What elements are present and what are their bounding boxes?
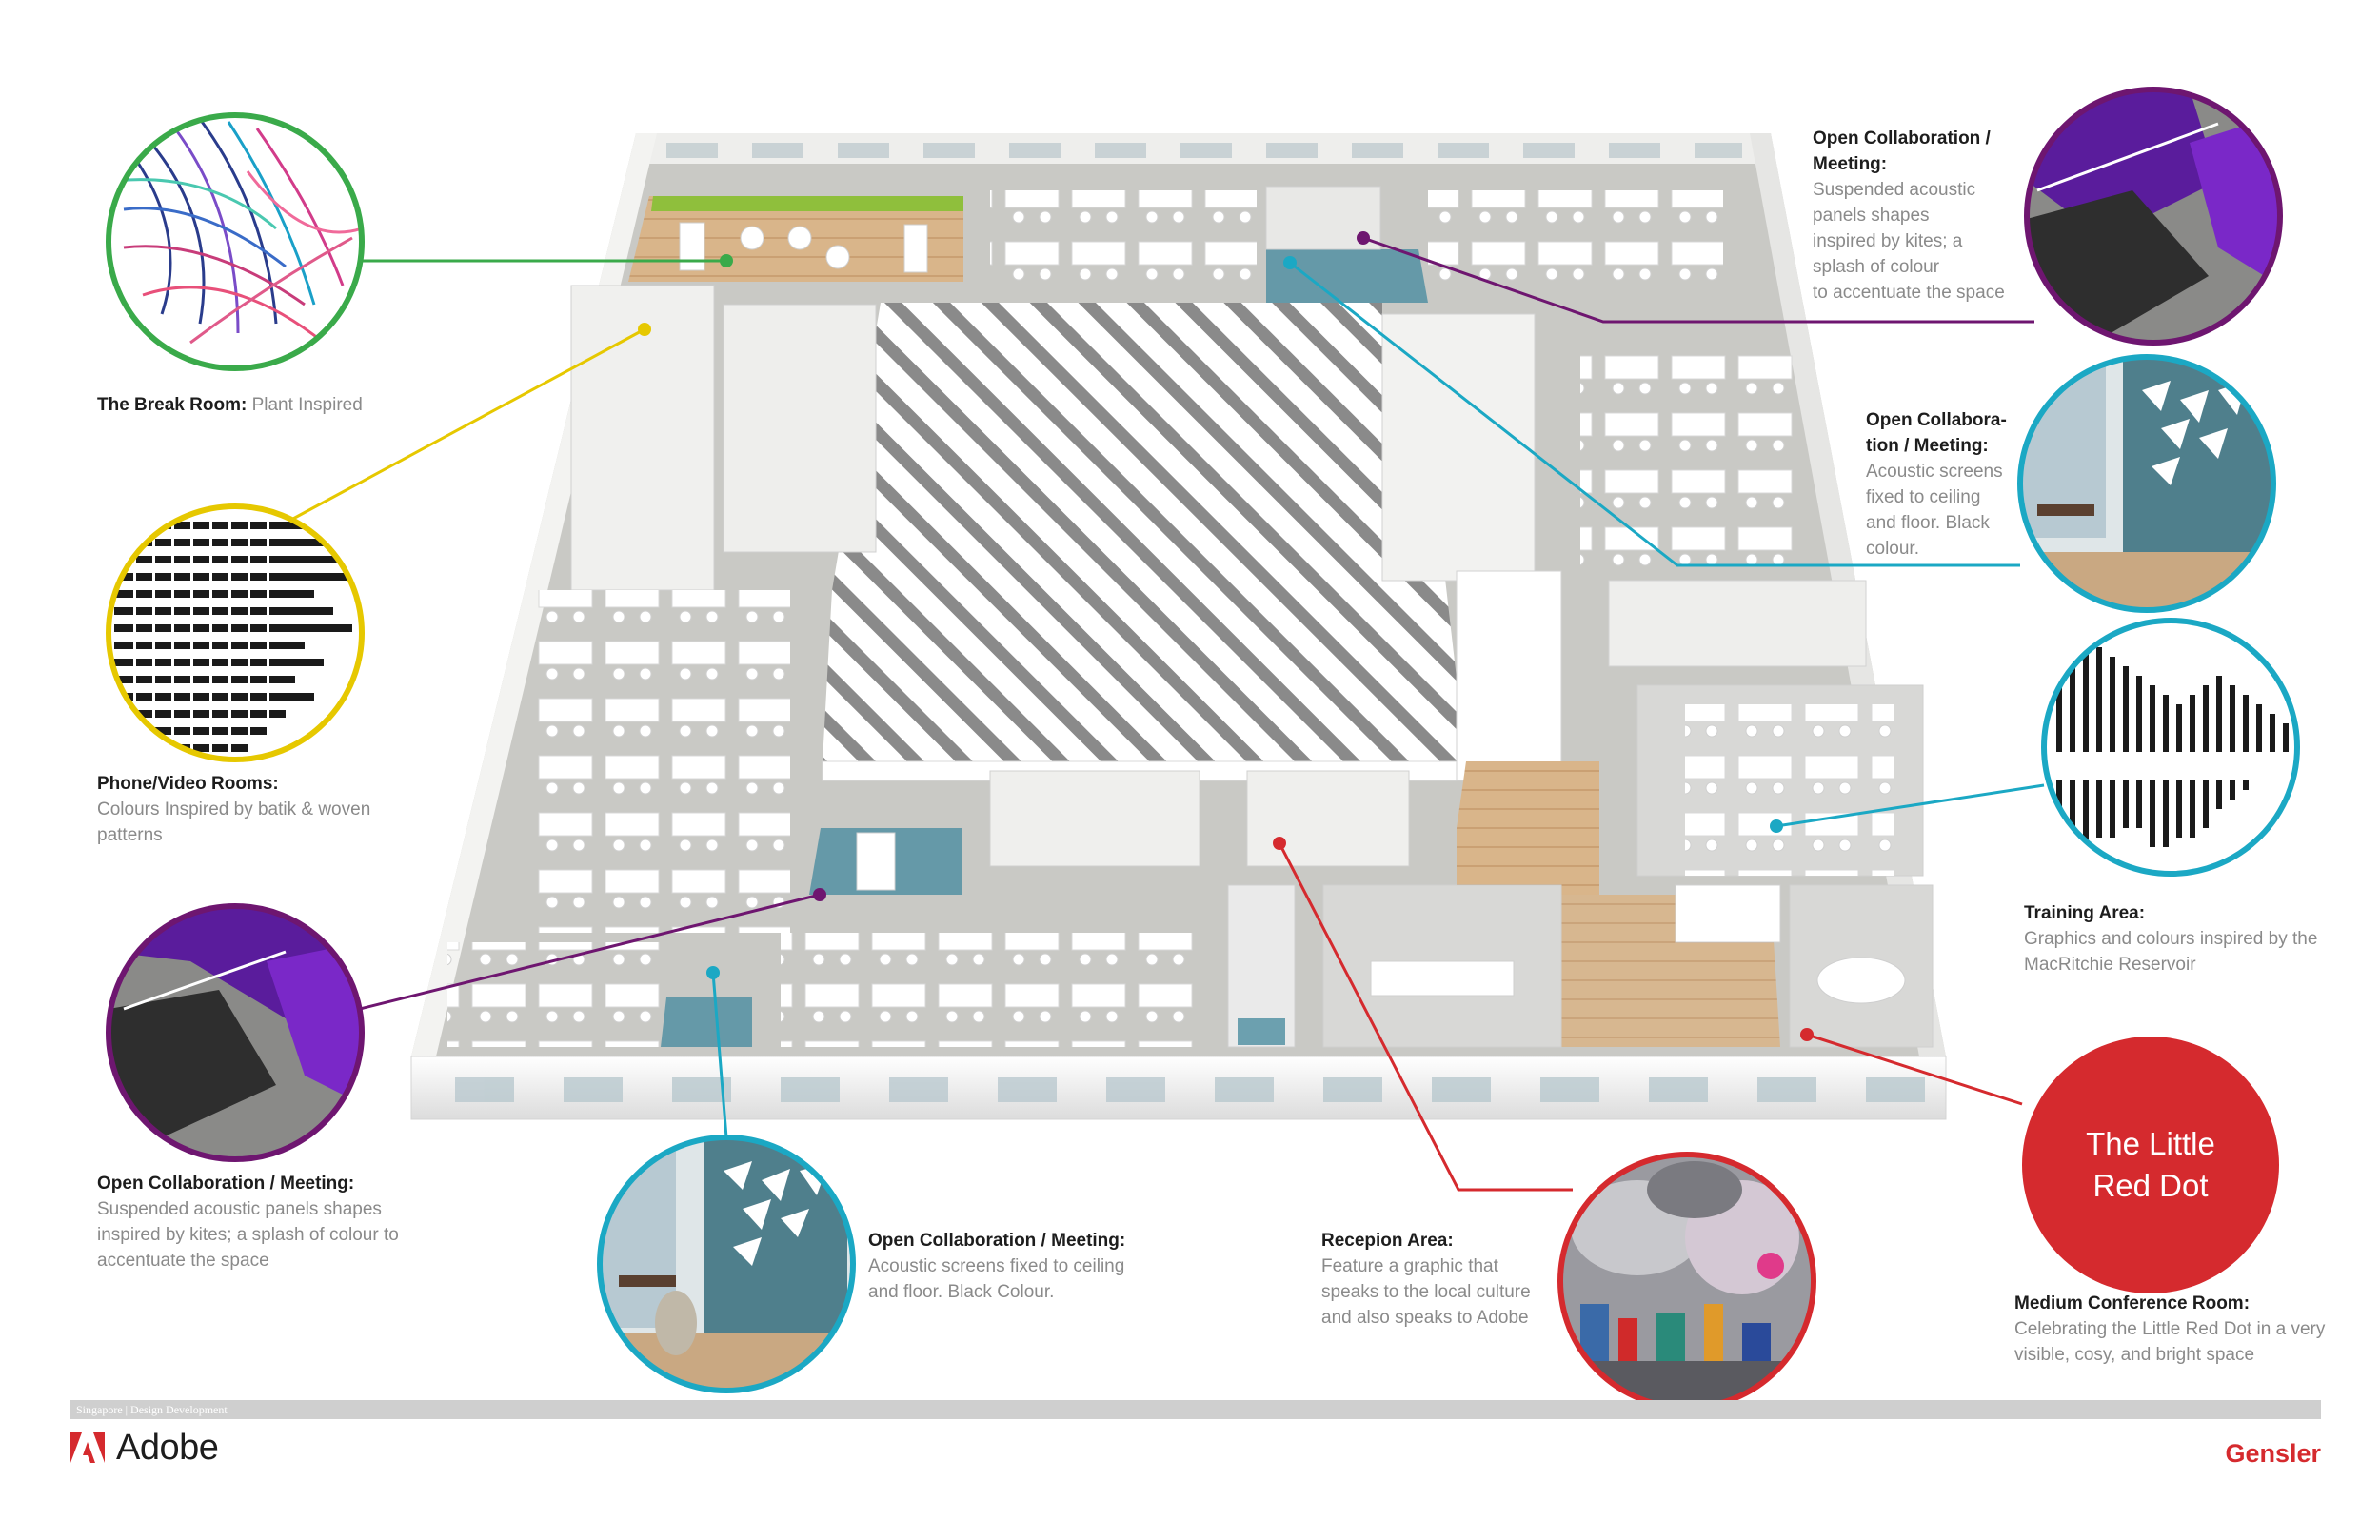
- medium-conference-title: Medium Conference Room:: [2014, 1293, 2251, 1313]
- reception-graphic-thumbnail: [1557, 1152, 1816, 1411]
- connector-open-collab-right: [1289, 261, 2020, 567]
- break-room-plants: [651, 196, 963, 211]
- kite-panels-left-thumbnail: [106, 903, 365, 1162]
- meeting-rooms-left: [723, 304, 877, 553]
- connector-phone-rooms: [290, 327, 645, 522]
- training-body: Graphics and colours inspired by the Mac…: [2024, 929, 2318, 975]
- footer-project-text: Singapore | Design Development: [76, 1403, 228, 1416]
- open-collab-left-label: Open Collaboration / Meeting: Suspended …: [97, 1171, 421, 1273]
- break-room-body: Plant Inspired: [251, 395, 363, 415]
- building-core: [823, 303, 1466, 761]
- adobe-logo: Adobe: [70, 1427, 219, 1468]
- room-bottom-mid-1: [989, 770, 1200, 867]
- phone-booth-blue: [1238, 1018, 1285, 1045]
- connector-open-collab-top-right: [1362, 236, 2034, 324]
- open-collab-left-title: Open Collaboration / Meeting:: [97, 1174, 355, 1194]
- medium-conference-body: Celebrating the Little Red Dot in a very…: [2014, 1319, 2326, 1365]
- open-collab-top-right-body: Suspended acoustic panels shapes inspire…: [1813, 180, 2005, 303]
- phone-rooms-body: Colours Inspired by batik & woven patter…: [97, 800, 371, 845]
- medium-conference-label: Medium Conference Room: Celebrating the …: [2014, 1291, 2329, 1368]
- little-red-dot-graphic: The Little Red Dot: [2022, 1037, 2279, 1293]
- rooms-right-stack: [1381, 313, 1536, 582]
- collab-top-blue: [1266, 249, 1428, 303]
- reception-body: Feature a graphic that speaks to the loc…: [1321, 1256, 1531, 1328]
- open-collab-bottom-body: Acoustic screens fixed to ceiling and fl…: [868, 1256, 1125, 1302]
- phone-rooms-title: Phone/Video Rooms:: [97, 774, 279, 794]
- phone-rooms: [570, 285, 715, 591]
- open-collab-bottom-label: Open Collaboration / Meeting: Acoustic s…: [868, 1228, 1192, 1305]
- outer-wall-front: [410, 1056, 1947, 1120]
- large-conference-table: [1370, 960, 1515, 997]
- phone-rooms-thumbnail: [106, 503, 365, 762]
- open-collab-top-right-label: Open Collaboration / Meeting: Suspended …: [1813, 126, 2032, 306]
- open-collab-top-right-title: Open Collaboration / Meeting:: [1813, 128, 1991, 174]
- phone-rooms-label: Phone/Video Rooms: Colours Inspired by b…: [97, 771, 411, 848]
- connector-training: [1775, 783, 2045, 828]
- kite-panels-top-right-thumbnail: [2024, 87, 2283, 346]
- reception-label: Recepion Area: Feature a graphic that sp…: [1321, 1228, 1569, 1331]
- connectors: [290, 231, 2045, 1192]
- open-collab-left-body: Suspended acoustic panels shapes inspire…: [97, 1199, 399, 1271]
- acoustic-screen-bottom-thumbnail: [597, 1135, 856, 1393]
- rooms-right-small: [1608, 580, 1867, 667]
- acoustic-screen-right-thumbnail: [2017, 354, 2276, 613]
- connector-reception: [1278, 842, 1573, 1192]
- reception-desk: [1675, 884, 1781, 943]
- break-room-tables: [679, 222, 928, 273]
- connector-open-collab-bottom: [711, 972, 728, 1138]
- connector-medium-conference: [1806, 1033, 2023, 1106]
- training-label: Training Area: Graphics and colours insp…: [2024, 900, 2338, 977]
- gensler-logo: Gensler: [2225, 1439, 2321, 1468]
- footer-bar: [70, 1400, 2321, 1419]
- desks-right-upper: [1580, 343, 1799, 571]
- desks-left: [533, 590, 790, 933]
- room-right-mid: [1456, 570, 1562, 781]
- little-red-dot-text: The Little Red Dot: [2086, 1126, 2215, 1203]
- break-room-title: The Break Room:: [97, 395, 248, 415]
- open-collab-right-title: Open Collabora- tion / Meeting:: [1866, 410, 2007, 456]
- adobe-icon: [70, 1432, 105, 1463]
- desks-bottom: [781, 933, 1200, 1047]
- training-graphic-thumbnail: [2041, 618, 2300, 877]
- collab-left-table: [856, 832, 896, 891]
- front-windows: [455, 1077, 1925, 1102]
- break-room-thumbnail: [106, 112, 365, 371]
- desks-top-middle: [990, 190, 1257, 295]
- open-collab-right-body: Acoustic screens fixed to ceiling and fl…: [1866, 462, 2003, 559]
- desks-top-right: [1428, 190, 1723, 295]
- top-windows: [666, 143, 1742, 158]
- training-title: Training Area:: [2024, 903, 2146, 923]
- open-collab-right-label: Open Collabora- tion / Meeting: Acoustic…: [1866, 407, 2028, 562]
- connector-open-collab-left: [351, 893, 821, 1013]
- medium-conference-table: [1816, 957, 1906, 1004]
- room-bottom-mid-2: [1246, 770, 1410, 867]
- desks-bottom-left: [447, 942, 666, 1047]
- adobe-wordmark: Adobe: [116, 1427, 219, 1468]
- training-desks: [1685, 704, 1894, 876]
- floor-plan: [410, 133, 1947, 1120]
- reception-title: Recepion Area:: [1321, 1231, 1454, 1251]
- collab-bottom-blue: [661, 997, 752, 1047]
- open-collab-bottom-title: Open Collaboration / Meeting:: [868, 1231, 1126, 1251]
- break-room-label: The Break Room: Plant Inspired: [97, 392, 440, 418]
